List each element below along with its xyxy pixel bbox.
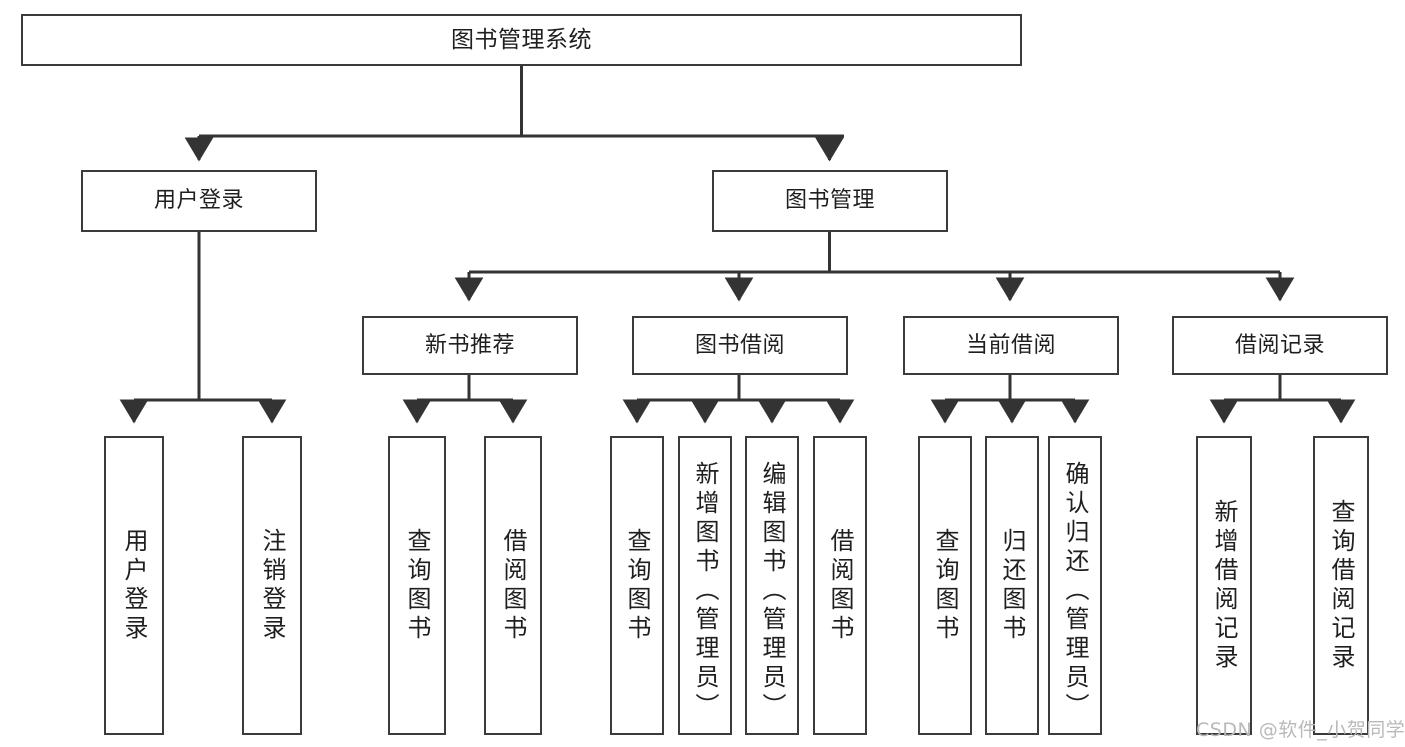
leaf-query-borrow-record[interactable]: 查询借阅记录 (1313, 436, 1369, 735)
node-current-borrow[interactable]: 当前借阅 (903, 316, 1119, 375)
node-label: 借阅图书 (499, 527, 527, 644)
node-label: 确认归还（管理员） (1061, 461, 1089, 722)
node-user-login[interactable]: 用户登录 (81, 170, 317, 232)
node-label: 查询借阅记录 (1327, 498, 1355, 673)
csdn-watermark: CSDN @软件_小贺同学 (1196, 719, 1405, 741)
node-label: 查询图书 (403, 527, 431, 644)
leaf-user-login[interactable]: 用户登录 (104, 436, 164, 735)
node-new-book-recommend[interactable]: 新书推荐 (362, 316, 578, 375)
node-book-management[interactable]: 图书管理 (712, 170, 948, 232)
node-label: 借阅图书 (826, 527, 854, 644)
leaf-edit-book-admin[interactable]: 编辑图书（管理员） (745, 436, 799, 735)
node-label: 借阅记录 (1234, 332, 1325, 358)
node-label: 查询图书 (623, 527, 651, 644)
node-label: 编辑图书（管理员） (758, 461, 786, 722)
node-label: 注销登录 (258, 527, 286, 644)
node-label: 图书管理系统 (451, 26, 592, 53)
leaf-add-book-admin[interactable]: 新增图书（管理员） (678, 436, 732, 735)
node-label: 用户登录 (120, 527, 148, 644)
node-label: 归还图书 (998, 527, 1026, 644)
node-label: 图书借阅 (694, 332, 785, 358)
leaf-confirm-return-admin[interactable]: 确认归还（管理员） (1048, 436, 1102, 735)
node-label: 新增图书（管理员） (691, 461, 719, 722)
leaf-borrow-book-newbook[interactable]: 借阅图书 (484, 436, 542, 735)
leaf-add-borrow-record[interactable]: 新增借阅记录 (1196, 436, 1252, 735)
node-label: 用户登录 (153, 188, 244, 214)
node-root-book-management-system[interactable]: 图书管理系统 (21, 14, 1022, 66)
node-label: 新增借阅记录 (1210, 498, 1238, 673)
node-label: 查询图书 (931, 527, 959, 644)
leaf-query-book-current[interactable]: 查询图书 (918, 436, 972, 735)
node-label: 新书推荐 (424, 332, 515, 358)
leaf-query-book-borrow[interactable]: 查询图书 (610, 436, 664, 735)
node-label: 图书管理 (784, 188, 875, 214)
node-borrow-record[interactable]: 借阅记录 (1172, 316, 1388, 375)
node-book-borrow[interactable]: 图书借阅 (632, 316, 848, 375)
leaf-query-book-newbook[interactable]: 查询图书 (388, 436, 446, 735)
leaf-logout[interactable]: 注销登录 (242, 436, 302, 735)
leaf-return-book[interactable]: 归还图书 (985, 436, 1039, 735)
leaf-borrow-book-borrow[interactable]: 借阅图书 (813, 436, 867, 735)
node-label: 当前借阅 (965, 332, 1056, 358)
